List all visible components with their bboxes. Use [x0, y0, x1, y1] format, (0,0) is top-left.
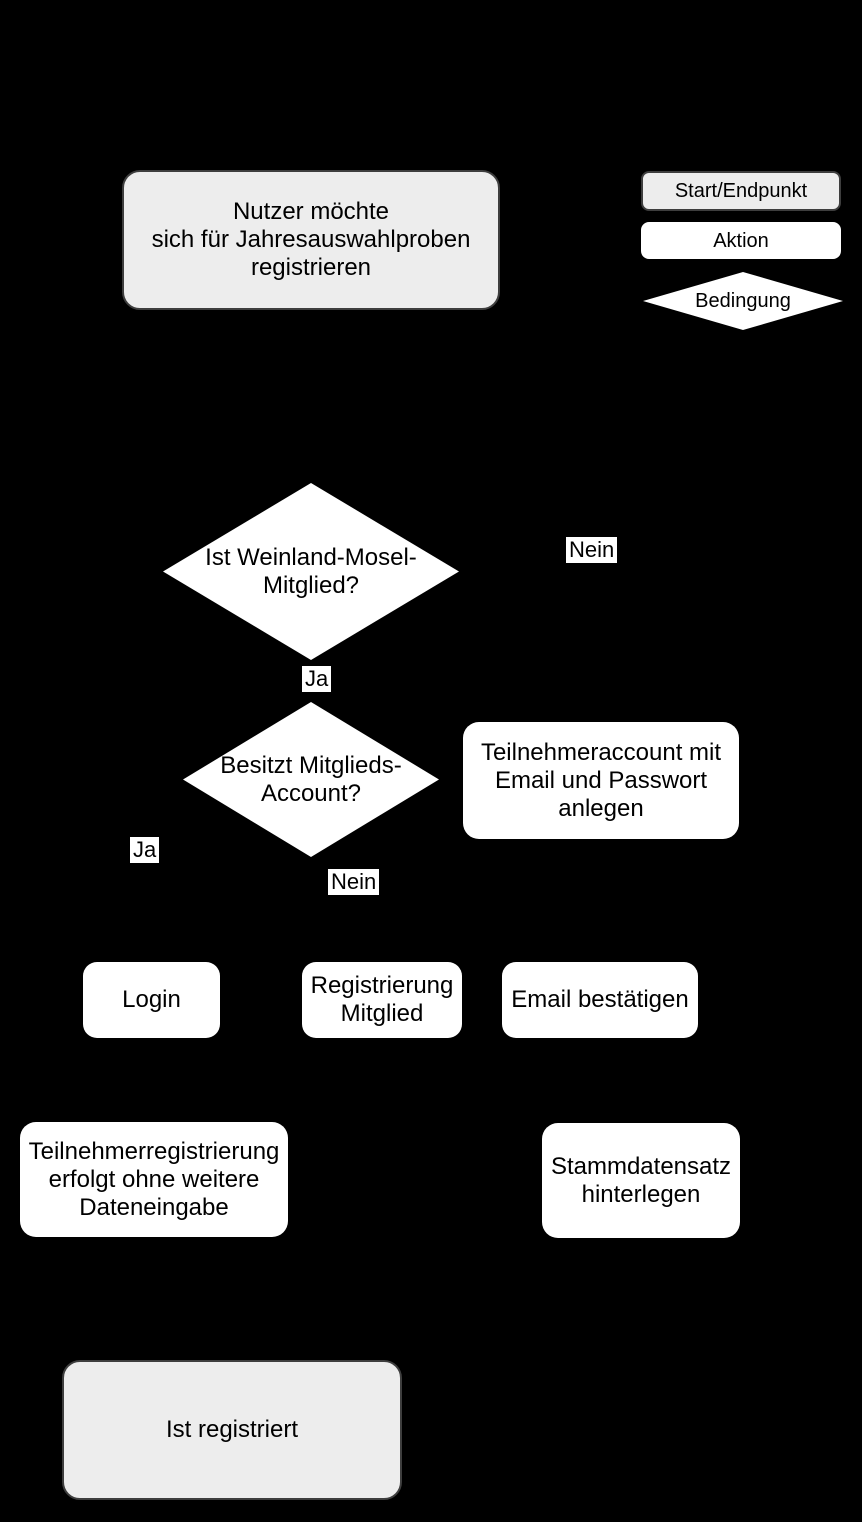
action-register-member: Registrierung Mitglied: [302, 962, 462, 1038]
condition-member-account: Besitzt Mitglieds- Account?: [183, 702, 439, 857]
node-text-line: Teilnehmerregistrierung: [28, 1137, 280, 1165]
node-text-line: anlegen: [558, 794, 644, 822]
node-text-line: Ist registriert: [165, 1416, 299, 1443]
action-create-participant-account: Teilnehmeraccount mit Email und Passwort…: [463, 722, 739, 839]
node-text-line: Registrierung: [310, 972, 454, 999]
legend-condition-shape: Bedingung: [643, 272, 843, 330]
condition-weinland-mosel-member: Ist Weinland-Mosel- Mitglied?: [163, 483, 459, 660]
node-text-line: registrieren: [250, 254, 372, 281]
edge-label-member-ja: Ja: [302, 666, 332, 692]
node-text-line: sich für Jahresauswahlproben: [151, 226, 471, 253]
node-text-line: Mitglied: [340, 1000, 424, 1027]
action-login: Login: [83, 962, 220, 1038]
legend-action-label: Aktion: [713, 229, 769, 252]
node-text-line: erfolgt ohne weitere: [48, 1165, 260, 1193]
node-text-line: Ist Weinland-Mosel-: [205, 543, 417, 571]
edge-label-member-nein: Nein: [566, 537, 618, 563]
legend-condition-label: Bedingung: [695, 290, 791, 312]
node-text-line: Nutzer möchte: [232, 198, 390, 225]
legend-action-shape: Aktion: [641, 222, 841, 259]
node-text-line: Email und Passwort: [494, 766, 708, 794]
legend-start-endpoint-shape: Start/Endpunkt: [641, 171, 841, 211]
node-text-line: Besitzt Mitglieds-: [220, 751, 402, 779]
action-store-master-data: Stammdatensatz hinterlegen: [542, 1123, 740, 1238]
node-text-line: Email bestätigen: [511, 986, 689, 1013]
node-text-line: hinterlegen: [581, 1180, 701, 1208]
action-registration-without-data-entry: Teilnehmerregistrierung erfolgt ohne wei…: [20, 1122, 288, 1237]
action-confirm-email: Email bestätigen: [502, 962, 698, 1038]
edge-label-account-ja: Ja: [130, 837, 160, 863]
legend-start-endpoint-label: Start/Endpunkt: [674, 180, 808, 202]
node-text-line: Login: [122, 986, 181, 1013]
edge-label-account-nein: Nein: [328, 869, 380, 895]
start-node: Nutzer möchte sich für Jahresauswahlprob…: [122, 170, 500, 310]
node-text-line: Teilnehmeraccount mit: [480, 738, 722, 766]
node-text-line: Mitglied?: [262, 571, 360, 599]
node-text-line: Account?: [260, 779, 362, 807]
node-text-line: Stammdatensatz: [550, 1152, 732, 1180]
end-node: Ist registriert: [62, 1360, 402, 1500]
node-text-line: Dateneingabe: [79, 1193, 229, 1221]
